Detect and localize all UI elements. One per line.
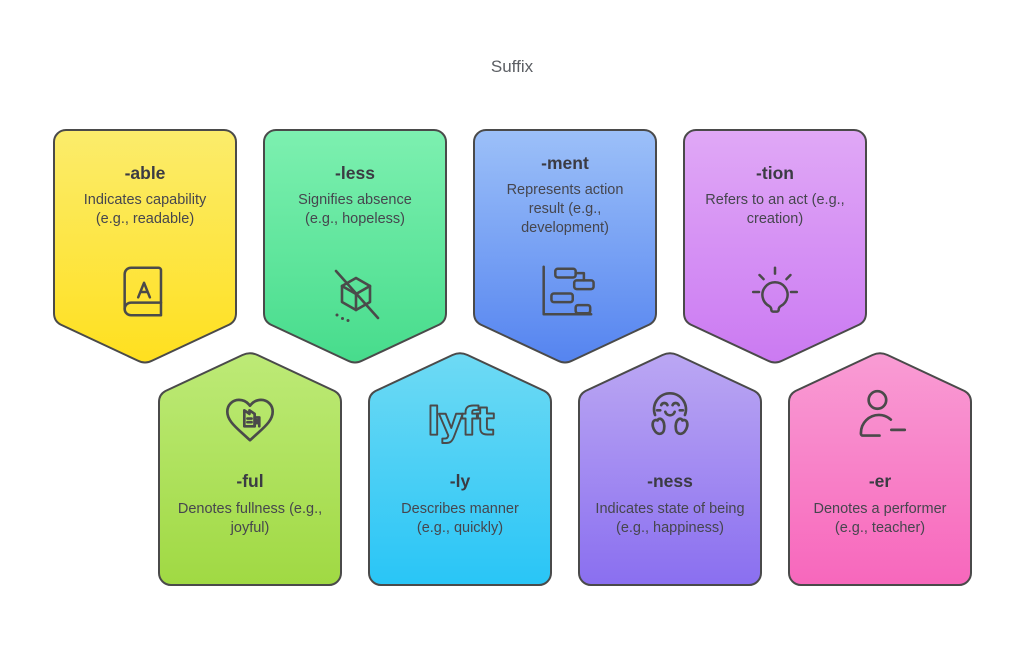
- suffix-card-er: -er Denotes a performer (e.g., teacher): [788, 351, 972, 586]
- card-title: -tion: [756, 162, 794, 183]
- card-description: Signifies absence (e.g., hopeless): [298, 191, 412, 227]
- suffix-card-ness: -ness Indicates state of being (e.g., ha…: [578, 351, 762, 586]
- suffix-card-able: -able Indicates capability (e.g., readab…: [53, 129, 237, 366]
- svg-text:lyft: lyft: [427, 399, 494, 444]
- badge-down-shape: [53, 129, 237, 364]
- badge-up-shape: [578, 352, 762, 586]
- suffix-card-ly: lyft -ly Describes manner (e.g., quickly…: [368, 351, 552, 586]
- gantt-chart-icon: [534, 261, 596, 328]
- cozy-face-icon: [637, 384, 703, 455]
- suffix-card-tion: -tion Refers to an act (e.g., creation): [683, 129, 867, 366]
- page-title: Suffix: [490, 57, 534, 76]
- suffix-card-ment: -ment Represents action result (e.g., de…: [473, 129, 657, 366]
- suffix-card-less: -less Signifies absence (e.g., hopeless): [263, 129, 447, 366]
- card-description: Represents action result (e.g., developm…: [506, 182, 624, 236]
- card-description: Denotes fullness (e.g., joyful): [177, 501, 323, 536]
- badge-down-shape: [683, 129, 867, 364]
- badge-down-shape: [473, 129, 657, 364]
- book-a-icon: [114, 261, 176, 328]
- badge-up-shape: [368, 352, 552, 586]
- lyft-logo-icon: lyft: [414, 396, 506, 451]
- badge-down-shape: [263, 129, 447, 364]
- card-title: -ful: [236, 471, 264, 491]
- card-description: Indicates capability (e.g., readable): [83, 191, 207, 227]
- card-description: Describes manner (e.g., quickly): [401, 501, 519, 536]
- card-title: -ly: [449, 471, 471, 491]
- card-title: -ness: [647, 471, 693, 491]
- badge-up-shape: [158, 352, 342, 586]
- card-title: -less: [335, 162, 375, 183]
- card-description: Denotes a performer (e.g., teacher): [813, 501, 947, 536]
- card-title: -ment: [541, 153, 589, 173]
- crossed-box-icon: [323, 261, 387, 330]
- person-dash-icon: [847, 384, 913, 455]
- card-title: -er: [868, 471, 892, 491]
- suffix-card-ful: -ful Denotes fullness (e.g., joyful): [158, 351, 342, 586]
- lightbulb-icon: [744, 261, 806, 328]
- card-description: Refers to an act (e.g., creation): [705, 191, 845, 227]
- badge-up-shape: [788, 352, 972, 586]
- card-description: Indicates state of being (e.g., happines…: [595, 501, 745, 536]
- heart-building-icon: [217, 384, 283, 455]
- card-title: -able: [124, 162, 166, 183]
